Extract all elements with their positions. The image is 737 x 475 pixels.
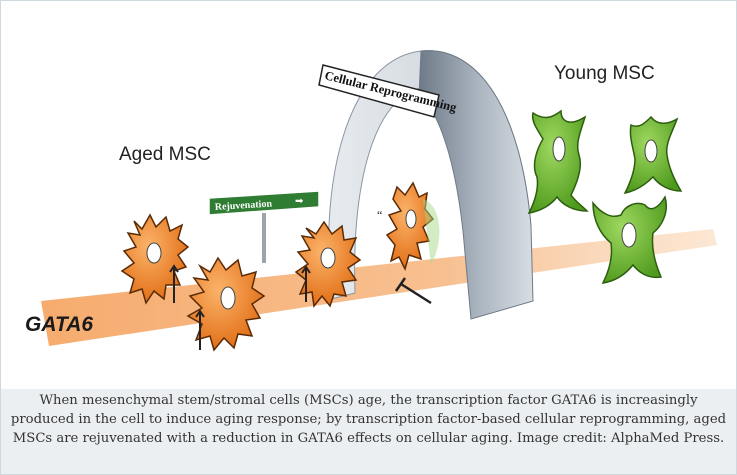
gata6-repressor xyxy=(400,282,432,305)
aged-cell xyxy=(186,256,266,352)
young-msc-label: Young MSC xyxy=(554,63,655,84)
young-cell xyxy=(592,195,667,284)
young-cell xyxy=(527,109,589,214)
gata6-label: GATA6 xyxy=(25,313,93,336)
aged-cell xyxy=(120,213,190,305)
figure-caption: When mesenchymal stem/stromal cells (MSC… xyxy=(1,389,736,474)
aged-cell-transitioning: “ xyxy=(377,181,440,272)
young-cell xyxy=(623,115,683,195)
sign-post xyxy=(262,213,266,263)
illustration-svg: Cellular Reprogramming Rejuvenation ➡ xyxy=(25,50,717,352)
aged-cell xyxy=(294,220,362,308)
road-sign: Rejuvenation ➡ xyxy=(208,190,320,216)
aged-msc-label: Aged MSC xyxy=(119,144,211,165)
road-sign-arrow: ➡ xyxy=(295,196,304,207)
illustration: Cellular Reprogramming Rejuvenation ➡ xyxy=(1,1,736,389)
road-sign-text: Rejuvenation xyxy=(215,198,273,212)
svg-text:“: “ xyxy=(377,208,382,222)
